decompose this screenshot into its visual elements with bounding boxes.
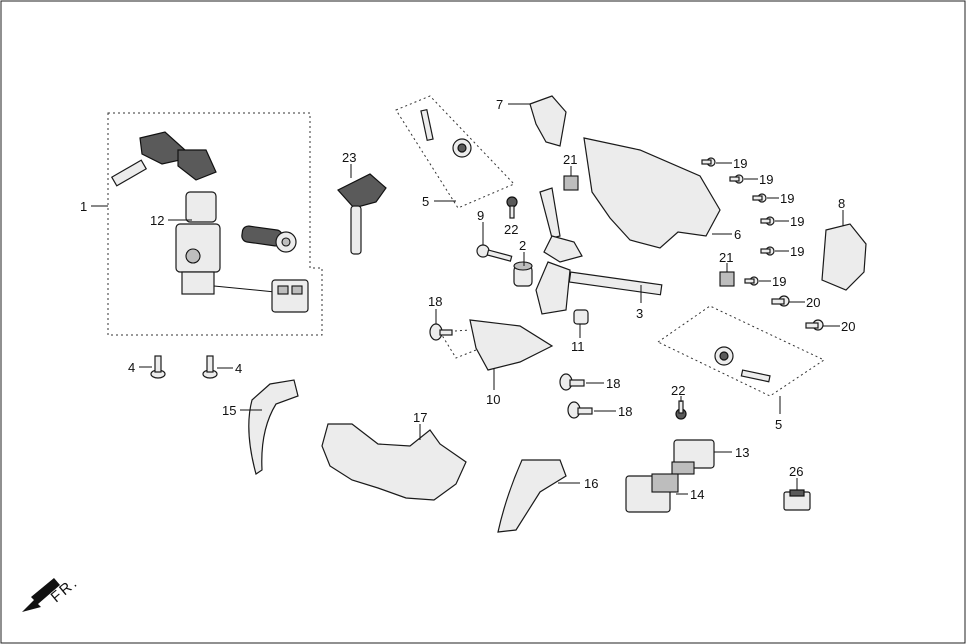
callout-20b: 20 <box>841 319 855 334</box>
callout-20a: 20 <box>806 295 820 310</box>
part-relay-14[interactable] <box>625 473 679 513</box>
callout-26: 26 <box>789 464 803 479</box>
callout-5b: 5 <box>775 417 782 432</box>
callout-5a: 5 <box>422 194 429 209</box>
part-screw-22a[interactable] <box>506 196 518 219</box>
part-seat-lock[interactable] <box>241 225 297 253</box>
part-screw-19f[interactable] <box>744 276 759 286</box>
callout-11: 11 <box>571 339 585 354</box>
part-screw-19e[interactable] <box>760 246 775 256</box>
part-screw-20b[interactable] <box>805 319 824 331</box>
callout-18a: 18 <box>428 294 442 309</box>
front-direction-arrow-icon <box>22 578 60 612</box>
part-screw-19c[interactable] <box>752 193 767 203</box>
part-screw-4a[interactable] <box>150 355 166 379</box>
part-screw-20a[interactable] <box>771 295 790 307</box>
part-collar-11[interactable] <box>573 309 589 325</box>
part-clip-26[interactable] <box>783 489 811 511</box>
callout-21a: 21 <box>563 152 577 167</box>
callout-19a: 19 <box>733 156 747 171</box>
part-front-cover-17[interactable] <box>321 423 467 501</box>
part-bolt-set-5-upper[interactable] <box>420 108 472 158</box>
callout-19e: 19 <box>790 244 804 259</box>
part-bolt-9[interactable] <box>476 244 513 262</box>
callout-10: 10 <box>486 392 500 407</box>
part-side-cover-16[interactable] <box>497 459 567 533</box>
callout-23: 23 <box>342 150 356 165</box>
callout-17: 17 <box>413 410 427 425</box>
callout-1: 1 <box>80 199 87 214</box>
part-screw-19b[interactable] <box>729 174 744 184</box>
callout-21b: 21 <box>719 250 733 265</box>
part-cover-8[interactable] <box>821 223 867 291</box>
part-clip-21b[interactable] <box>719 271 735 287</box>
part-screw-4b[interactable] <box>202 355 218 379</box>
part-collar-2[interactable] <box>513 261 533 287</box>
callout-4b: 4 <box>235 361 242 376</box>
part-handlebar-3[interactable] <box>535 187 663 315</box>
part-handle-cover-6[interactable] <box>583 137 721 249</box>
callout-16: 16 <box>584 476 598 491</box>
callout-18c: 18 <box>618 404 632 419</box>
callout-3: 3 <box>636 306 643 321</box>
part-key-blank-23[interactable] <box>337 173 387 255</box>
part-ignition-switch[interactable] <box>110 131 309 313</box>
part-cover-15[interactable] <box>248 379 299 475</box>
bolt-set-5-lower-boundary <box>657 305 826 397</box>
part-screw-18b[interactable] <box>559 373 585 391</box>
callout-14: 14 <box>690 487 704 502</box>
callout-22a: 22 <box>504 222 518 237</box>
part-bracket-7[interactable] <box>529 95 567 147</box>
callout-13: 13 <box>735 445 749 460</box>
callout-15: 15 <box>222 403 236 418</box>
part-screw-19d[interactable] <box>760 216 775 226</box>
part-clip-21a[interactable] <box>563 175 579 191</box>
callout-22b: 22 <box>671 383 685 398</box>
callout-18b: 18 <box>606 376 620 391</box>
callout-4a: 4 <box>128 360 135 375</box>
callout-19c: 19 <box>780 191 794 206</box>
direction-label: FR. <box>48 574 82 606</box>
callout-19f: 19 <box>772 274 786 289</box>
callout-2: 2 <box>519 238 526 253</box>
ignition-set-boundary <box>107 112 323 336</box>
part-inner-cover-10[interactable] <box>469 319 554 371</box>
callout-12: 12 <box>150 213 164 228</box>
part-screw-19a[interactable] <box>701 157 716 167</box>
part-screw-18a[interactable] <box>429 323 453 341</box>
callout-7: 7 <box>496 97 503 112</box>
callout-19b: 19 <box>759 172 773 187</box>
callout-8: 8 <box>838 196 845 211</box>
part-relay-13[interactable] <box>671 439 715 475</box>
part-bolt-set-5-lower[interactable] <box>714 346 771 383</box>
callout-19d: 19 <box>790 214 804 229</box>
part-screw-18c[interactable] <box>567 401 593 419</box>
callout-9: 9 <box>477 208 484 223</box>
callout-6: 6 <box>734 227 741 242</box>
part-screw-22b[interactable] <box>675 400 687 420</box>
